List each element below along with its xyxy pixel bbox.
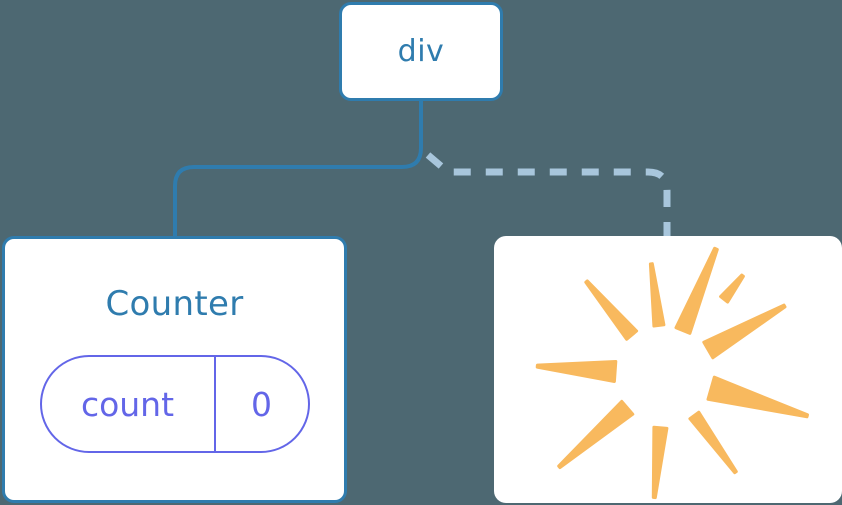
node-div[interactable]: div: [339, 2, 503, 101]
sparkle-ray-4: [535, 360, 618, 383]
sparkle-burst-icon: [535, 246, 809, 500]
node-div-label: div: [397, 33, 445, 69]
sparkle-ray-3: [584, 279, 639, 341]
node-counter-label: Counter: [105, 284, 244, 324]
state-pill-count[interactable]: count 0: [39, 355, 310, 453]
sparkle-ray-5: [557, 399, 635, 470]
state-key-label: count: [42, 357, 216, 451]
sparkle-ray-8: [706, 375, 809, 419]
sparkle-ray-1: [674, 246, 719, 335]
node-rerender[interactable]: [494, 236, 842, 503]
sparkle-ray-7: [688, 410, 738, 475]
edge-div-to-rerender: [425, 152, 671, 236]
sparkle-ray-6: [651, 425, 669, 500]
sparkle-ray-10: [719, 273, 745, 304]
sparkle-ray-2: [648, 262, 666, 328]
sparkle-ray-9: [702, 303, 787, 360]
edge-div-to-counter: [173, 99, 423, 238]
state-value-label: 0: [251, 384, 272, 424]
node-counter[interactable]: Counter count 0: [2, 236, 347, 503]
